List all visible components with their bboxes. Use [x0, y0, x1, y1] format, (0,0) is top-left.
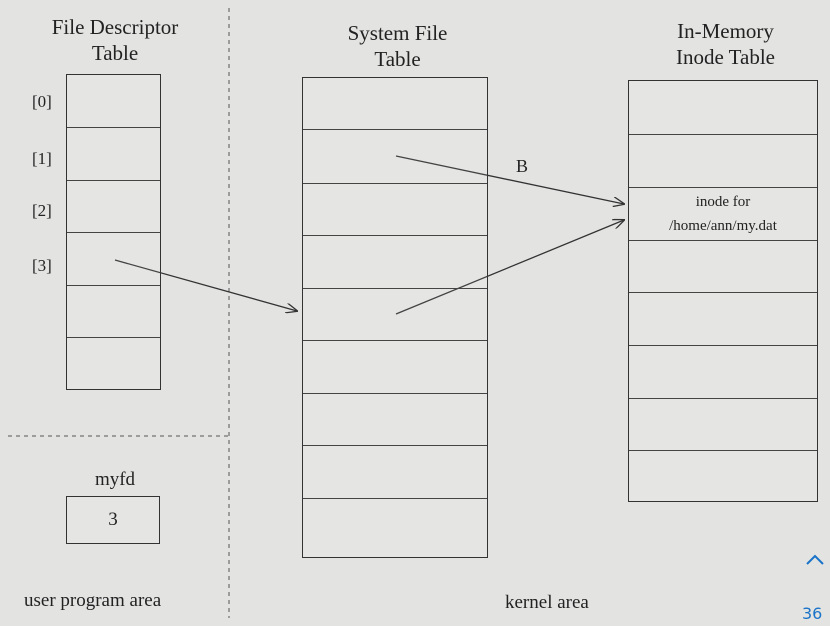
arrow-sys-to-inode	[395, 220, 624, 315]
table-row	[303, 129, 487, 130]
fd-table-title-line1: File Descriptor	[51, 15, 179, 39]
arrow-b-to-inode	[395, 155, 624, 204]
inode-table	[628, 80, 818, 502]
myfd-box: 3	[66, 496, 160, 544]
table-row	[303, 235, 487, 236]
table-row	[629, 134, 817, 135]
inode-entry-line1: inode for	[695, 194, 751, 210]
inode-entry: inode for /home/ann/my.dat	[628, 190, 818, 238]
fd-index-0: [0]	[32, 92, 52, 111]
table-row	[303, 183, 487, 184]
chevron-up-icon[interactable]	[804, 552, 826, 571]
fd-index-2: [2]	[32, 201, 52, 220]
page-number: 36	[802, 604, 823, 623]
inode-entry-line2: /home/ann/my.dat	[669, 218, 777, 234]
table-row	[303, 340, 487, 341]
table-row	[629, 345, 817, 346]
table-row	[629, 450, 817, 451]
table-row	[303, 498, 487, 499]
fd-table-title-line2: Table	[91, 41, 139, 65]
sys-table-title-line1: System File	[347, 21, 448, 45]
table-row	[67, 337, 160, 338]
user-area-label: user program area	[24, 590, 162, 611]
table-row	[629, 240, 817, 241]
fd-index-3: [3]	[32, 256, 52, 275]
arrow-fd-to-sys	[114, 259, 297, 311]
sys-table-title: System File Table	[300, 20, 495, 72]
table-row	[67, 127, 160, 128]
fd-table	[66, 74, 161, 390]
myfd-value: 3	[108, 509, 118, 530]
table-row	[67, 180, 160, 181]
myfd-label: myfd	[94, 469, 136, 490]
inode-table-title-line2: Inode Table	[675, 45, 776, 69]
table-row	[629, 187, 817, 188]
arrow-label-b: B	[516, 156, 529, 176]
table-row	[67, 232, 160, 233]
inode-table-title: In-Memory Inode Table	[628, 18, 823, 70]
inode-table-title-line1: In-Memory	[677, 19, 774, 43]
sys-table	[302, 77, 488, 558]
table-row	[67, 285, 160, 286]
table-row	[629, 292, 817, 293]
table-row	[303, 445, 487, 446]
kernel-area-label: kernel area	[505, 592, 589, 613]
table-row	[629, 398, 817, 399]
fd-index-1: [1]	[32, 149, 52, 168]
sys-table-title-line2: Table	[374, 47, 421, 71]
table-row	[303, 393, 487, 394]
fd-table-title: File Descriptor Table	[20, 14, 210, 66]
table-row	[303, 288, 487, 289]
